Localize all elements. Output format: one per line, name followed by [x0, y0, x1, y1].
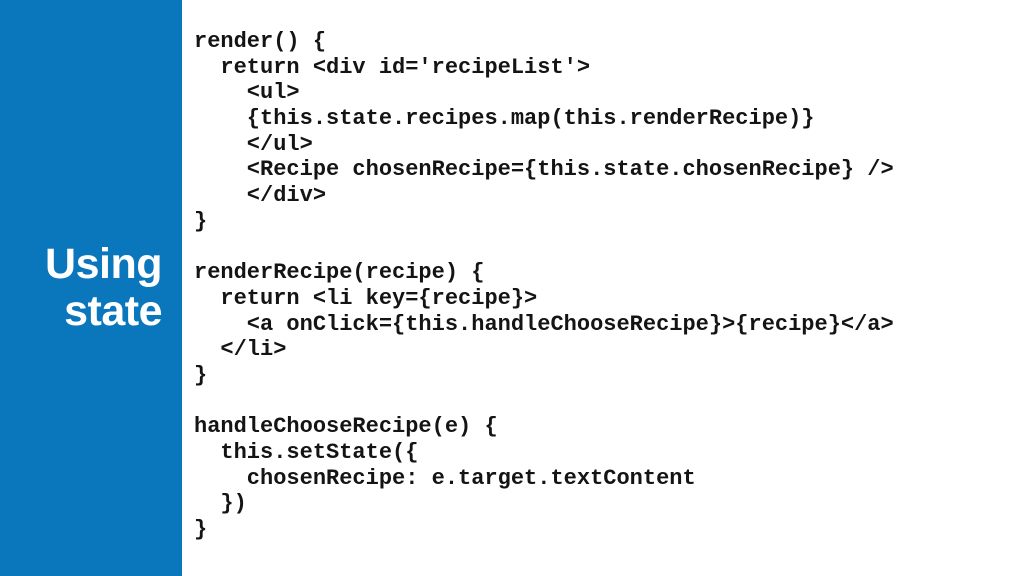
- code-line: }): [194, 491, 247, 517]
- code-line: </li>: [194, 337, 287, 363]
- code-block: render() { return <div id='recipeList'> …: [194, 29, 894, 543]
- code-line: <a onClick={this.handleChooseRecipe}>{re…: [194, 311, 894, 337]
- code-line: handleChooseRecipe(e) {: [194, 414, 498, 440]
- code-line: <ul>: [194, 80, 300, 106]
- code-line: chosenRecipe: e.target.textContent: [194, 465, 696, 491]
- code-line: {this.state.recipes.map(this.renderRecip…: [194, 106, 815, 132]
- code-line: return <div id='recipeList'>: [194, 54, 591, 80]
- code-line: [194, 389, 894, 415]
- slide-title-line-1: Using: [45, 240, 162, 288]
- code-line: return <li key={recipe}>: [194, 285, 538, 311]
- code-line: }: [194, 517, 208, 543]
- sidebar: Using state: [0, 0, 182, 576]
- slide-title-line-2: state: [64, 287, 162, 335]
- code-line: <Recipe chosenRecipe={this.state.chosenR…: [194, 157, 894, 183]
- code-line: this.setState({: [194, 440, 419, 465]
- code-line: render() {: [194, 29, 327, 54]
- code-line: </div>: [194, 183, 327, 209]
- code-line: }: [194, 362, 208, 388]
- code-line: </ul>: [194, 131, 313, 157]
- code-line: }: [194, 208, 208, 234]
- slide-title: Using state: [45, 241, 182, 335]
- code-line: renderRecipe(recipe) {: [194, 260, 485, 286]
- code-line: [194, 235, 894, 261]
